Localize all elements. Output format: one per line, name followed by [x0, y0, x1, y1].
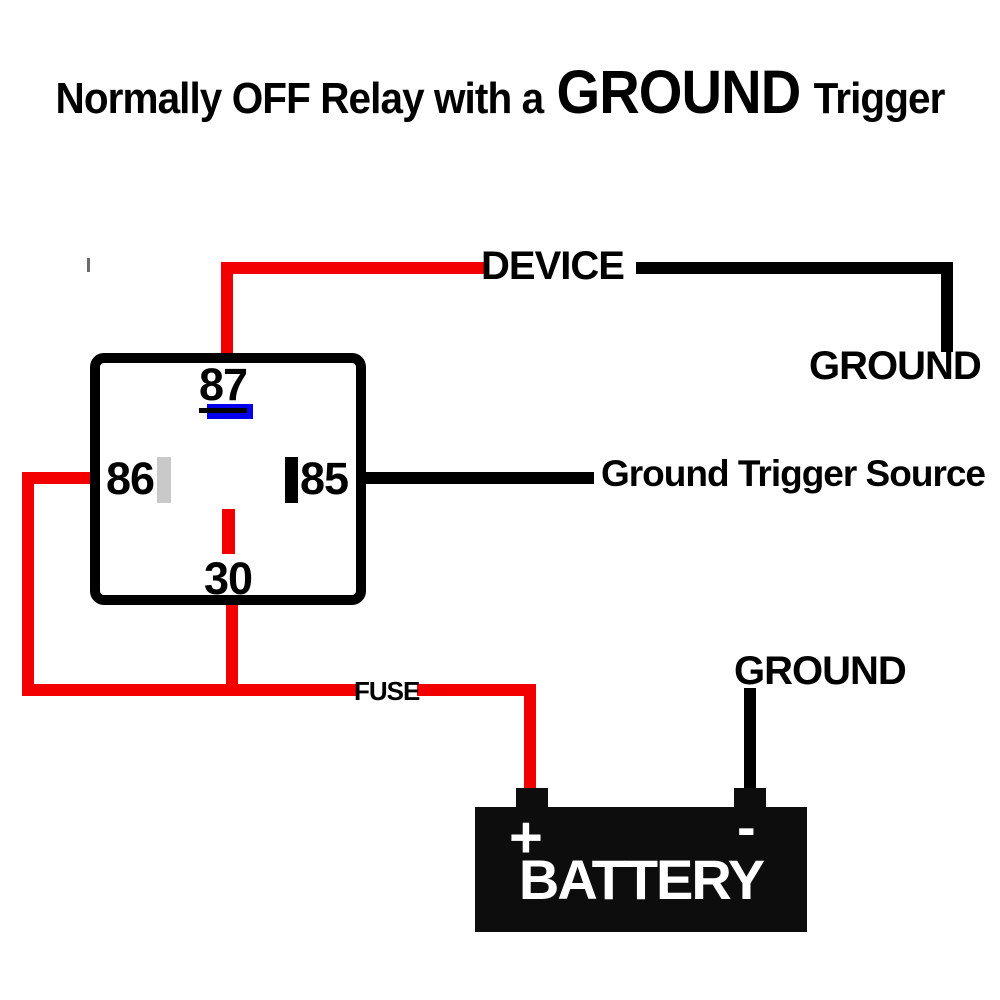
wire-pin86-down-left: [22, 472, 34, 696]
battery-positive-sign: +: [509, 805, 543, 870]
pin30-contact-bar: [222, 509, 235, 554]
battery-ground-label: GROUND: [734, 649, 907, 693]
wire-battery-negative-ground: [744, 688, 756, 790]
title-emphasis: GROUND: [556, 58, 801, 126]
wire-pin30-vertical: [226, 600, 238, 696]
ground-trigger-source-label: Ground Trigger Source: [601, 453, 986, 494]
wire-fuse-to-corner: [417, 684, 536, 696]
battery-negative-terminal: [734, 788, 766, 808]
wire-pin86-horizontal: [22, 472, 94, 484]
stray-mark: [87, 258, 90, 272]
pin-87-label: 87: [199, 362, 248, 413]
battery-negative-sign: -: [737, 795, 756, 858]
title-suffix: Trigger: [813, 74, 946, 123]
pin85-contact-bar: [285, 457, 298, 503]
device-label: DEVICE: [481, 244, 625, 288]
pin-30-label: 30: [204, 553, 253, 604]
wire-pin87-vertical: [221, 262, 233, 360]
wire-bottom-run-to-fuse: [22, 684, 356, 696]
wire-down-to-battery-positive: [524, 684, 536, 790]
wire-device-to-ground-horizontal: [636, 262, 953, 274]
wire-pin85-to-trigger-source: [360, 472, 594, 484]
battery: + - BATTERY: [475, 799, 807, 932]
diagram-title: Normally OFF Relay with a GROUND Trigger: [40, 62, 960, 123]
pin-85-label: 85: [300, 453, 349, 504]
battery-positive-terminal: [516, 788, 548, 808]
battery-label: BATTERY: [518, 848, 765, 911]
pin86-contact-bar: [157, 457, 171, 503]
relay-box: [90, 353, 366, 605]
device-ground-label: GROUND: [809, 344, 982, 388]
wire-device-ground-vertical: [941, 262, 953, 352]
wire-pin87-to-device: [221, 262, 484, 274]
fuse-label: FUSE: [354, 676, 420, 706]
title-prefix: Normally OFF Relay with a: [55, 74, 545, 123]
pin-86-label: 86: [106, 453, 155, 504]
